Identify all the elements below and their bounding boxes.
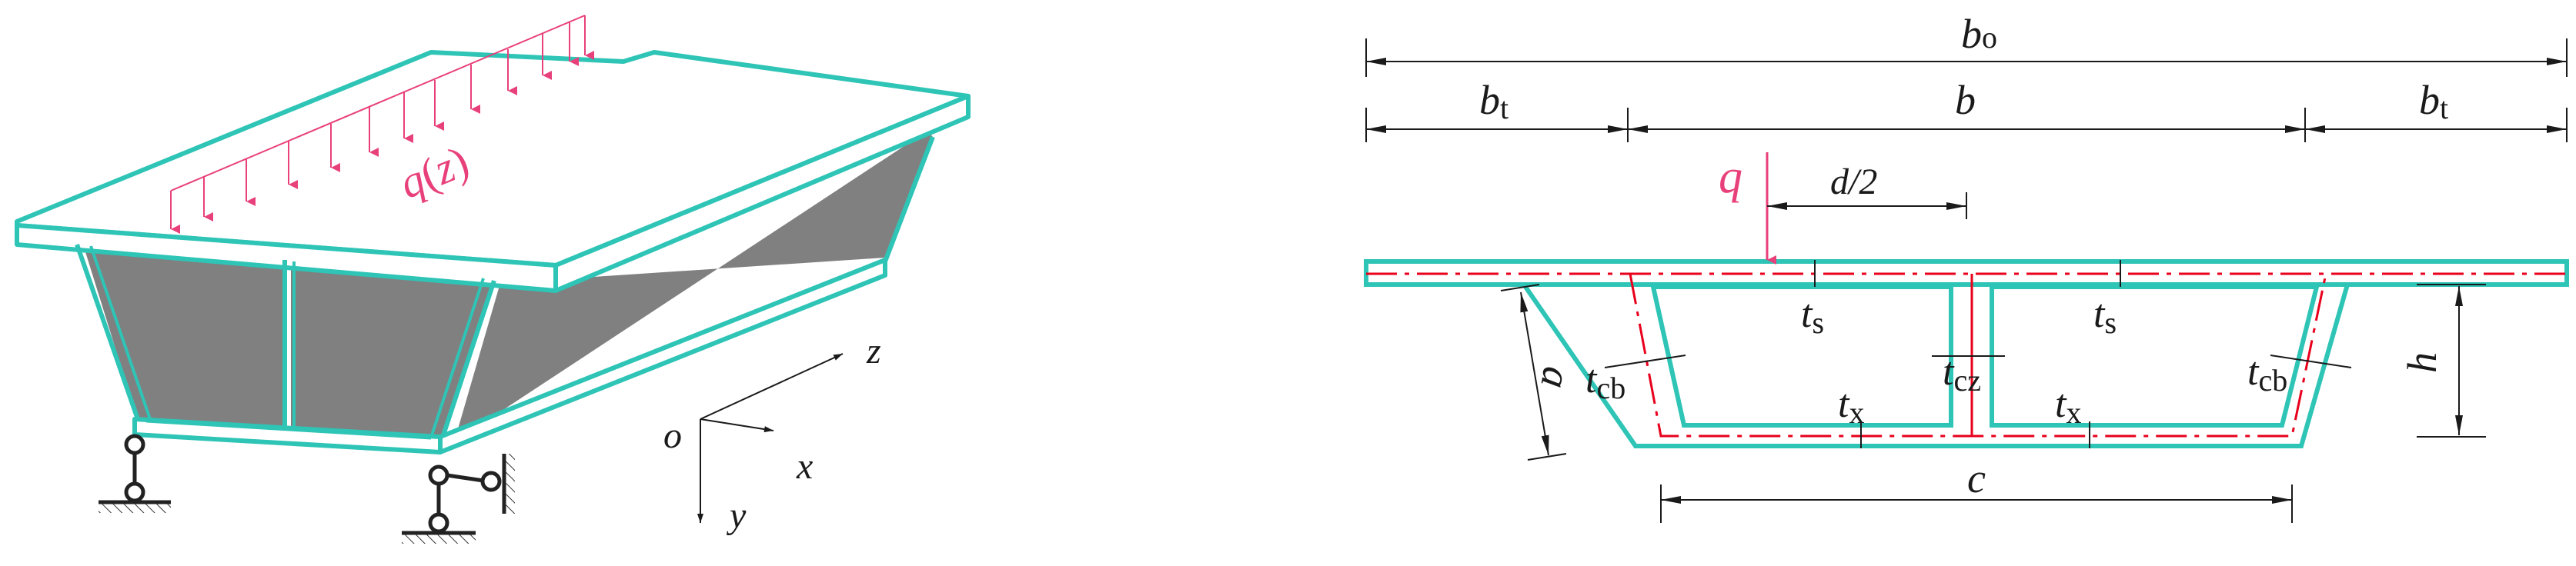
z-axis-label: z xyxy=(866,331,881,371)
cross-section xyxy=(1364,259,2569,448)
left-cell-outline xyxy=(1650,285,1953,428)
ts-right-label: ts xyxy=(2093,292,2117,340)
z-axis xyxy=(700,353,844,420)
left-web-outline-inner xyxy=(89,245,152,420)
left-web-panel xyxy=(83,245,285,431)
front-right-web-outline xyxy=(438,280,496,445)
dim-bt-left-label: bt xyxy=(1479,77,1509,125)
far-web-panel xyxy=(454,131,933,442)
point-load-label: q xyxy=(1719,151,1742,203)
dim-a-line xyxy=(1520,291,1549,456)
bottom-inner-line xyxy=(145,420,432,440)
dim-bt-right-label: bt xyxy=(2419,77,2448,125)
tcb-left-label: tcb xyxy=(1585,358,1625,405)
coordinate-axes xyxy=(697,353,844,523)
front-right-web-outline-2 xyxy=(428,278,485,443)
left-support xyxy=(99,434,171,513)
y-axis-label: y xyxy=(726,495,747,536)
right-support xyxy=(402,454,515,544)
dim-h-label: h xyxy=(2399,352,2445,373)
dim-c-label: c xyxy=(1967,455,1986,501)
ts-left-label: ts xyxy=(1801,292,1824,340)
dim-b0-label: bo xyxy=(1961,11,1997,57)
box-girder-3d: q(z) xyxy=(15,15,971,544)
far-right-web-outline xyxy=(883,135,935,263)
middle-web-panel xyxy=(291,261,493,442)
x-axis xyxy=(700,418,774,433)
tcb-right-label: tcb xyxy=(2247,350,2287,398)
dimension-lines xyxy=(1365,38,2568,523)
left-web-outline xyxy=(75,244,141,422)
dim-a-label: a xyxy=(1532,364,1581,392)
dim-b-label: b xyxy=(1955,77,1976,123)
outer-box-outline xyxy=(1522,283,2350,448)
section-centerlines xyxy=(1366,272,2567,438)
origin-label: o xyxy=(663,415,682,456)
bottom-flange-right xyxy=(438,258,887,454)
thickness-ticks xyxy=(1604,260,2352,448)
right-cell-outline xyxy=(1990,285,2320,428)
tcz-label: tcz xyxy=(1943,350,1981,398)
tx-right-label: tx xyxy=(2055,382,2081,430)
distributed-load xyxy=(170,15,594,234)
tx-left-label: tx xyxy=(1838,382,1864,430)
top-slab-edge-right xyxy=(553,94,971,293)
dim-d-half-label: d/2 xyxy=(1830,161,1877,202)
x-axis-label: x xyxy=(796,446,813,487)
